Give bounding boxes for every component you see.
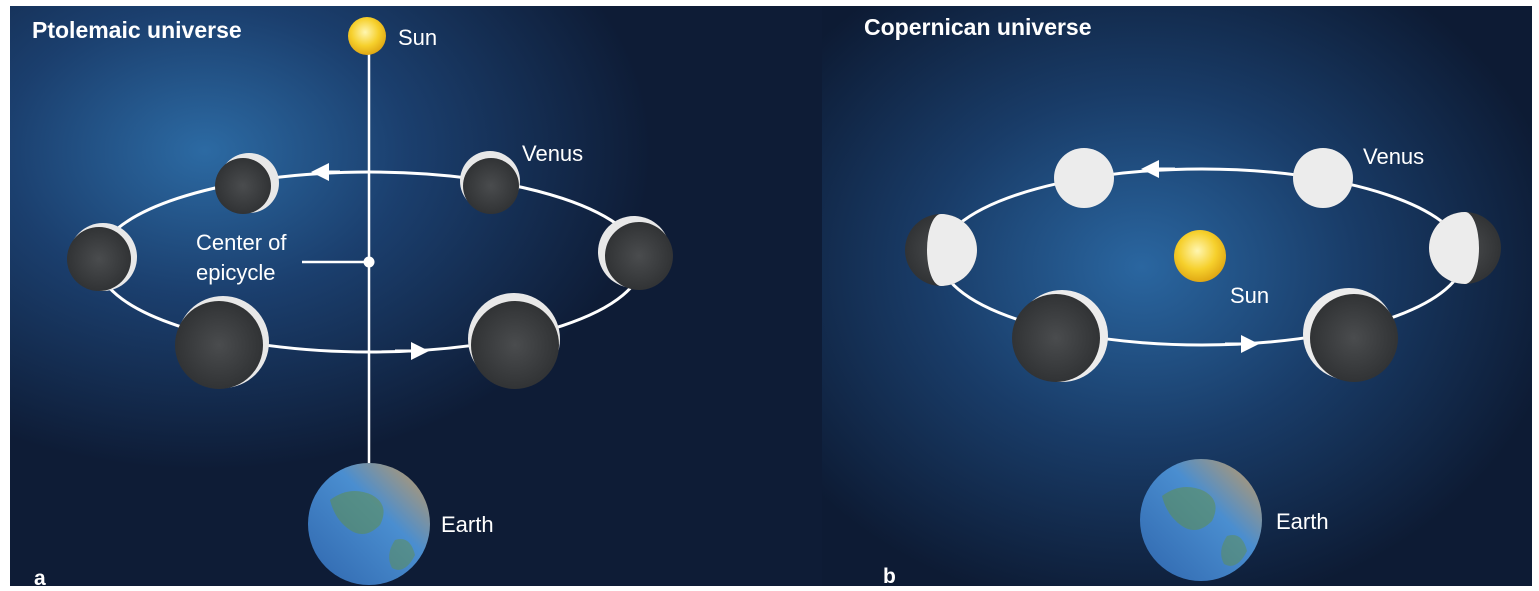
sun-icon [1174, 230, 1226, 282]
venus-phase-icon [905, 214, 977, 286]
earth-label: Earth [1276, 509, 1329, 534]
panel-a-title: Ptolemaic universe [32, 17, 242, 43]
venus-phase-icon [1054, 148, 1114, 208]
earth-label: Earth [441, 512, 494, 537]
panel-b-letter: b [883, 565, 896, 588]
sun-label: Sun [1230, 283, 1269, 308]
panel-a-letter: a [34, 567, 46, 590]
venus-phase-icon [1429, 212, 1501, 284]
sun-label: Sun [398, 25, 437, 50]
earth-icon [1140, 459, 1262, 581]
venus-label: Venus [522, 141, 583, 166]
epicycle-center-dot [364, 257, 375, 268]
panel-b-title: Copernican universe [864, 14, 1092, 40]
sun-icon [348, 17, 386, 55]
earth-icon [308, 463, 430, 585]
center-label-line2: epicycle [196, 260, 275, 285]
venus-phase-icon [1293, 148, 1353, 208]
center-label-line1: Center of [196, 230, 287, 255]
venus-label: Venus [1363, 144, 1424, 169]
